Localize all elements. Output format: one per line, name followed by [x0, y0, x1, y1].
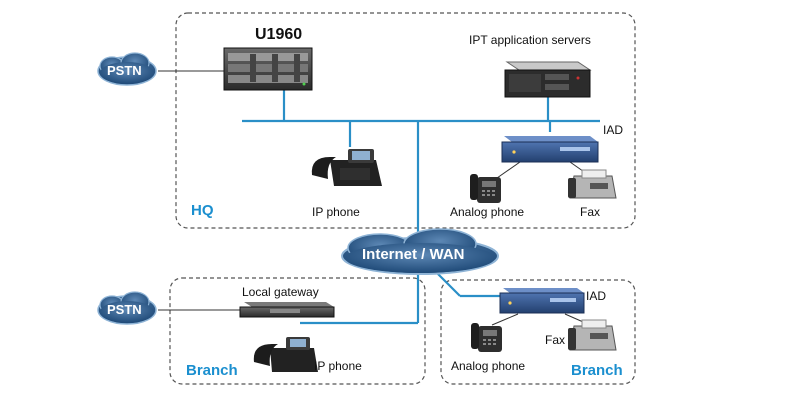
device-cables: [158, 70, 591, 326]
branch-right-zone-label: Branch: [571, 362, 623, 379]
branch-right-analog-phone-label: Analog phone: [451, 359, 526, 373]
ip-phone-icon: [311, 149, 382, 186]
u1960-label: U1960: [255, 26, 303, 43]
u1960-chassis: [223, 47, 313, 91]
cloud-icon: [97, 291, 157, 325]
pstn-label-hq: PSTN: [107, 63, 142, 78]
branch-right-iad-label: IAD: [586, 289, 607, 303]
hq-zone-label: HQ: [191, 202, 214, 219]
branch-ip-phone: [253, 337, 318, 372]
switch-chassis-icon: [223, 47, 313, 91]
cloud-icon: [341, 228, 499, 275]
hq-iad-label: IAD: [603, 123, 624, 137]
hq-ip-phone: [311, 149, 382, 186]
ip-phone-icon: [253, 337, 318, 372]
hq-analog-phone-label: Analog phone: [450, 205, 525, 219]
gateway-label: Local gateway: [242, 285, 319, 299]
network-links: [242, 89, 600, 325]
hq-zone-box: [175, 12, 636, 229]
pstn-cloud-hq: [97, 52, 157, 86]
hq-iad: [501, 136, 599, 163]
wan-label: Internet / WAN: [362, 246, 465, 263]
gateway-icon: [239, 302, 335, 318]
branch-analog-phone: [471, 323, 502, 352]
analog-phone-icon: [470, 174, 501, 203]
rack-server-icon: [504, 61, 592, 98]
branch-left-zone-box: [169, 277, 426, 385]
pstn-label-branch: PSTN: [107, 302, 142, 317]
local-gateway: [239, 302, 335, 318]
hq-analog-phone: [470, 174, 501, 203]
pstn-cloud-branch: [97, 291, 157, 325]
hq-fax-label: Fax: [580, 205, 601, 219]
fax-icon: [568, 169, 617, 199]
cloud-icon: [97, 52, 157, 86]
iad-icon: [501, 136, 599, 163]
analog-phone-icon: [471, 323, 502, 352]
ipt-server: [504, 61, 592, 98]
branch-right-zone-box: [440, 279, 636, 385]
hq-ip-phone-label: IP phone: [312, 205, 360, 219]
branch-right-fax-label: Fax: [545, 333, 566, 347]
branch-fax: [568, 319, 617, 351]
hq-fax: [568, 169, 617, 199]
branch-left-ip-phone-label: IP phone: [314, 359, 362, 373]
fax-icon: [568, 319, 617, 351]
branch-left-zone-label: Branch: [186, 362, 238, 379]
ipt-servers-label: IPT application servers: [469, 33, 591, 47]
iad-icon: [499, 288, 585, 314]
branch-iad: [499, 288, 585, 314]
wan-cloud: [341, 228, 499, 275]
